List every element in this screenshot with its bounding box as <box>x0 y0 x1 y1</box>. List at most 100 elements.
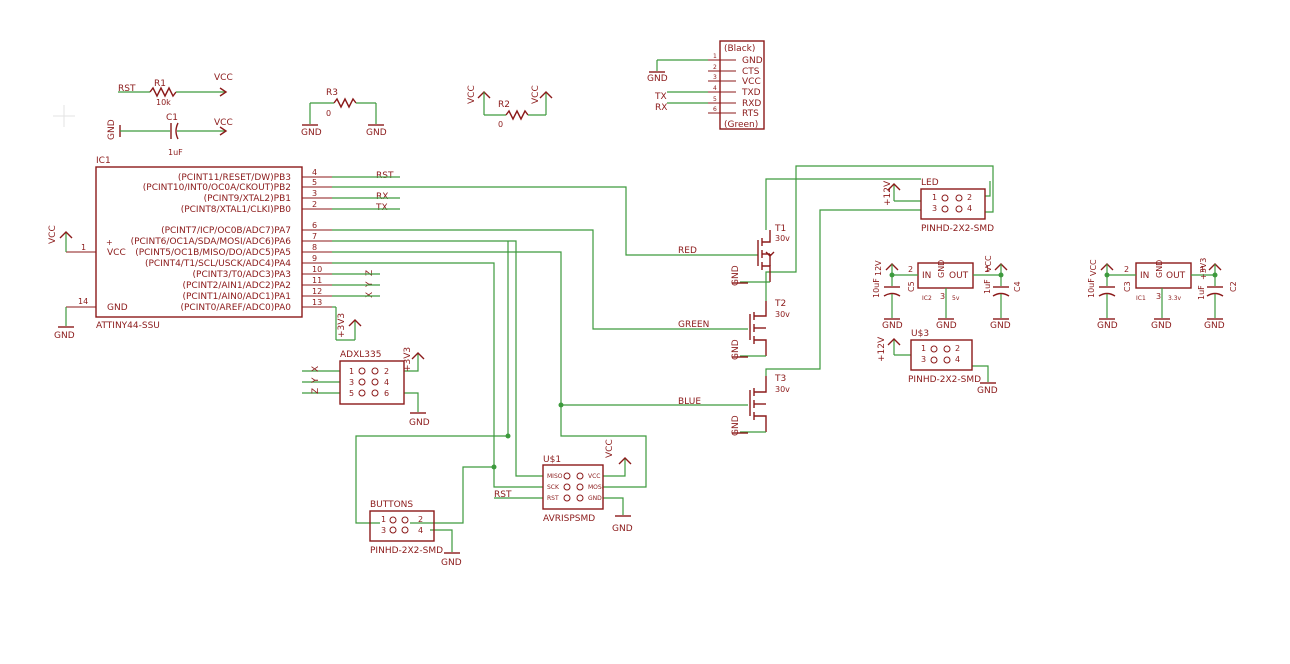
regulator-5v[interactable]: IN OUT GND IC2 5v 2 1 3 <box>889 260 1004 318</box>
ic1-pin-label: VCC <box>107 248 126 258</box>
buttons-pin-num: 2 <box>418 515 423 524</box>
c2-capacitor[interactable]: 1uF +3V3 C2 GND <box>1197 258 1238 331</box>
ic1-pin-num: 10 <box>312 265 322 274</box>
ic1-pin-pa3: (PCINT3/T0/ADC3)PA3 10 <box>193 265 332 280</box>
ftdi-tx-label: TX <box>654 92 667 102</box>
pa0-3v3-supply: +3V3 <box>332 306 362 341</box>
reg33-value: 3.3v <box>1168 295 1182 302</box>
ic1-pin-num: 7 <box>312 232 317 241</box>
ic1-pin-num: 11 <box>312 276 322 285</box>
ftdi-rx-label: RX <box>655 103 667 113</box>
buttons-name: BUTTONS <box>370 500 413 510</box>
led-header[interactable]: LED PINHD-2X2-SMD 1 2 3 4 +12V <box>883 178 994 234</box>
ic1-pin-num: 3 <box>312 189 317 198</box>
mosfet-t1[interactable]: T1 30v RED GND <box>678 224 790 286</box>
adxl-pin-num: 6 <box>384 389 389 398</box>
u3-part: PINHD-2X2-SMD <box>908 375 981 385</box>
ic1-pin-label: (PCINT10/INT0/OC0A/CKOUT)PB2 <box>143 183 291 193</box>
adxl-supply: +3V3 <box>403 347 413 372</box>
ftdi-pin-label: GND <box>742 56 763 66</box>
adxl-gnd: GND <box>409 418 430 428</box>
adxl-pin-num: 1 <box>349 367 354 376</box>
reg33-gnd-net: GND <box>1151 321 1172 331</box>
buttons-pin-num: 4 <box>418 526 423 535</box>
ftdi-top: (Black) <box>724 44 755 54</box>
r2-value: 0 <box>498 120 503 129</box>
ic1-pin-pb0: (PCINT8/XTAL1/CLKI)PB0 2 <box>181 200 332 215</box>
reg5-pin-gnd: 3 <box>940 292 945 301</box>
ic1-attiny44[interactable]: IC1 ATTINY44-SSU (PCINT11/RESET/DW)PB3 4… <box>48 156 332 341</box>
r1-right-net: VCC <box>214 73 233 83</box>
r1-name: R1 <box>154 79 166 89</box>
led-pin-num: 3 <box>932 204 937 213</box>
regulator-3v3[interactable]: IN OUT GND IC1 3.3v 2 1 3 <box>1104 260 1218 318</box>
r2-resistor[interactable]: VCC R2 0 VCC <box>467 85 553 129</box>
ic1-pin-pa4: (PCINT4/T1/SCL/USCK/ADC4)PA4 9 <box>145 254 332 269</box>
net-label-x: X <box>365 292 375 298</box>
isp-pin-label: MISO <box>547 473 563 480</box>
adxl-pins: 1 2 3 4 5 6 <box>349 367 389 398</box>
adxl335-header[interactable]: ADXL335 1 2 3 4 5 6 X Y Z +3V3 GND <box>311 347 430 428</box>
r3-value: 0 <box>326 109 331 118</box>
reg33-in: IN <box>1140 271 1149 281</box>
isp-pin-label: SCK <box>547 484 560 491</box>
ic1-pin-label: (PCINT5/OC1B/MISO/DO/ADC5)PA5 <box>135 248 291 258</box>
ic1-vcc-net: VCC <box>48 225 58 244</box>
ic1-pin-pb1: (PCINT9/XTAL2)PB1 3 <box>204 189 332 204</box>
c5-gnd: GND <box>882 321 903 331</box>
u3-pin-num: 1 <box>921 344 926 353</box>
ic1-net-labels: RST RX TX Z Y X <box>365 171 394 298</box>
t3-net: BLUE <box>678 397 701 407</box>
c1-capacitor[interactable]: GND C1 1uF VCC <box>107 113 233 157</box>
u3-header[interactable]: U$3 PINHD-2X2-SMD 1 2 3 4 +12V GND <box>877 329 998 396</box>
ic1-pin-plus: + <box>106 238 113 247</box>
ftdi-gnd-label: GND <box>647 74 668 84</box>
reg5-gnd-net: GND <box>936 321 957 331</box>
ic1-pin-num: 14 <box>78 297 88 306</box>
ic1-pin-label: (PCINT6/OC1A/SDA/MOSI/ADC6)PA6 <box>131 237 292 247</box>
r2-left-net: VCC <box>467 85 477 104</box>
adxl-pin-num: 4 <box>384 378 389 387</box>
isp-header[interactable]: U$1 AVRISPSMD MISO VCC SCK MOSI RST GND … <box>494 439 633 534</box>
adxl-net-x: X <box>311 366 321 372</box>
r1-resistor[interactable]: RST R1 10k VCC <box>118 73 233 107</box>
c4-supply: VCC <box>984 255 993 272</box>
ftdi-pin-label: RTS <box>742 109 759 119</box>
mosfet-t3[interactable]: T3 30v BLUE GND <box>678 374 790 436</box>
buttons-pin-num: 1 <box>381 515 386 524</box>
u3-pin-num: 3 <box>921 355 926 364</box>
origin-cross <box>53 105 75 127</box>
ic1-pin-num: 1 <box>81 243 86 252</box>
c4-capacitor[interactable]: 1uF VCC C4 GND <box>983 255 1022 331</box>
led-supply: +12V <box>883 180 893 206</box>
reg33-pin-out: 1 <box>1200 265 1205 274</box>
mosfet-t2[interactable]: T2 30v GREEN GND <box>678 299 790 360</box>
r1-left-net: RST <box>118 84 136 94</box>
ftdi-header[interactable]: (Black) (Green) 1 GND 2 CTS 3 VCC 4 TXD … <box>647 40 765 130</box>
u3-pin-num: 4 <box>955 355 960 364</box>
ftdi-pin-5: 5 RXD <box>708 96 761 109</box>
adxl-pin-num: 5 <box>349 389 354 398</box>
ic1-pin-pa2: (PCINT2/AIN1/ADC2)PA2 11 <box>182 276 332 291</box>
u3-supply: +12V <box>877 336 887 362</box>
ftdi-pin-num: 5 <box>713 96 717 103</box>
ftdi-pin-label: RXD <box>742 99 761 109</box>
t1-gnd: GND <box>731 265 741 286</box>
ic1-pin-label: (PCINT1/AIN0/ADC1)PA1 <box>182 292 291 302</box>
c5-capacitor[interactable]: 10uF 12V C5 GND <box>872 260 916 331</box>
net-label-z: Z <box>365 270 375 276</box>
ic1-pin-label: (PCINT9/XTAL2)PB1 <box>204 194 291 204</box>
ic1-pin-num: 12 <box>312 287 322 296</box>
c3-capacitor[interactable]: 10uF VCC C3 GND <box>1087 259 1132 331</box>
ic1-pin-num: 2 <box>312 200 317 209</box>
nets <box>302 165 994 552</box>
ftdi-pin-1: 1 GND <box>708 53 763 66</box>
ftdi-pin-num: 4 <box>713 85 717 92</box>
buttons-header[interactable]: BUTTONS PINHD-2X2-SMD 1 2 3 4 GND <box>369 500 462 568</box>
r3-resistor[interactable]: R3 0 GND GND <box>301 88 387 138</box>
led-pin-num: 1 <box>932 193 937 202</box>
c1-right-net: VCC <box>214 118 233 128</box>
ic1-pin-pa7: (PCINT7/ICP/OC0B/ADC7)PA7 6 <box>161 221 332 236</box>
t3-value: 30v <box>775 385 790 394</box>
reg33-gnd-pin: GND <box>1155 260 1164 278</box>
